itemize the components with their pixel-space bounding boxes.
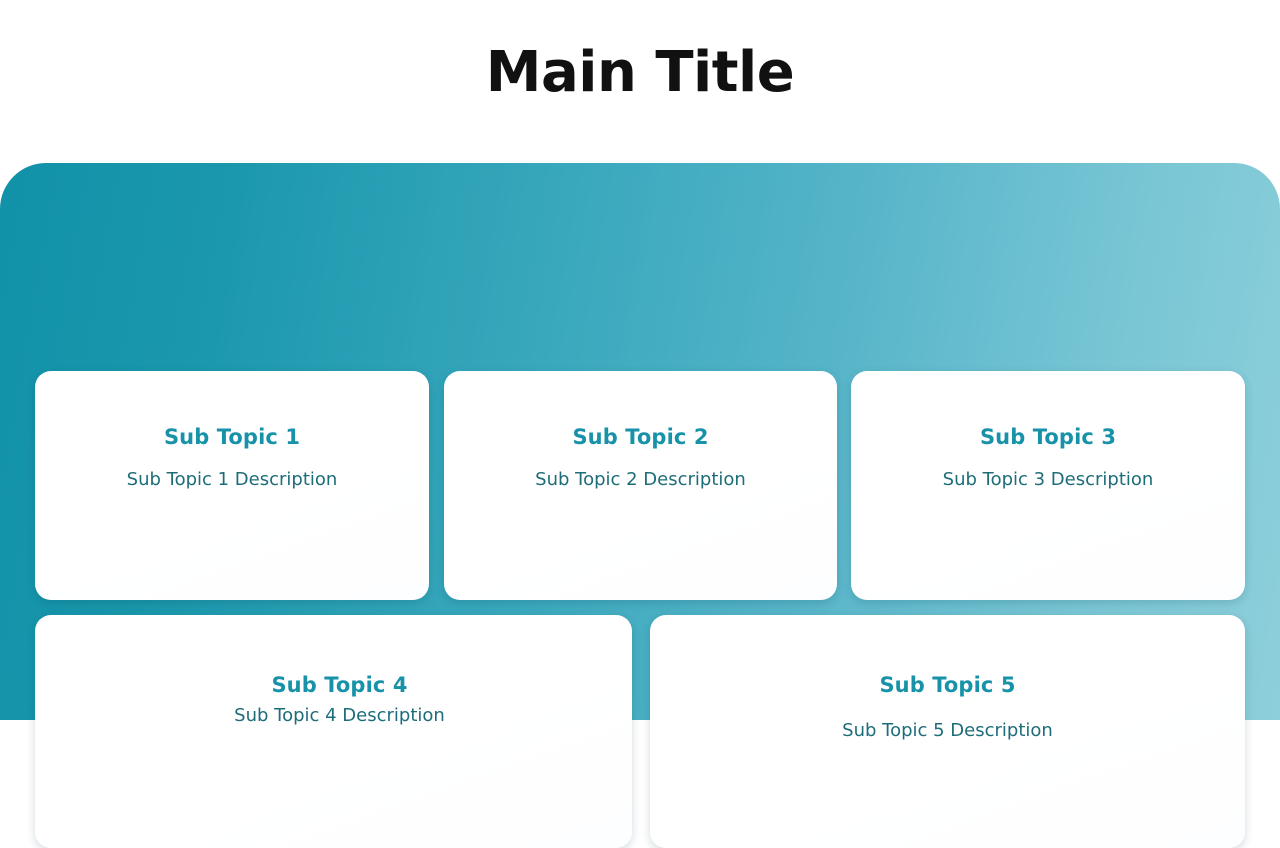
- topic-card-4-body: Sub Topic 4 Sub Topic 4 Description: [47, 673, 632, 727]
- topic-card-3-title: Sub Topic 3: [979, 425, 1117, 449]
- topic-card-4[interactable]: Sub Topic 4 Sub Topic 4 Description: [35, 615, 632, 848]
- topic-card-1-description: Sub Topic 1 Description: [126, 469, 338, 491]
- topic-card-5[interactable]: Sub Topic 5 Sub Topic 5 Description: [650, 615, 1245, 848]
- topic-card-2-title: Sub Topic 2: [572, 425, 709, 449]
- topic-card-5-body: Sub Topic 5 Sub Topic 5 Description: [650, 673, 1245, 742]
- topic-card-2-body: Sub Topic 2 Sub Topic 2 Description: [444, 425, 837, 491]
- topic-card-3-description: Sub Topic 3 Description: [942, 469, 1154, 491]
- topic-card-3[interactable]: Sub Topic 3 Sub Topic 3 Description: [851, 371, 1245, 600]
- topic-card-1[interactable]: Sub Topic 1 Sub Topic 1 Description: [35, 371, 429, 600]
- page-title: Main Title: [485, 40, 795, 105]
- topic-card-5-title: Sub Topic 5: [879, 673, 1016, 697]
- topic-card-2-description: Sub Topic 2 Description: [535, 469, 746, 491]
- topic-card-2[interactable]: Sub Topic 2 Sub Topic 2 Description: [444, 371, 837, 600]
- slide-canvas: Main Title Sub Topic 1 Sub Topic 1 Descr…: [0, 40, 1280, 848]
- topic-card-4-title: Sub Topic 4: [271, 673, 408, 697]
- topic-card-4-description: Sub Topic 4 Description: [234, 705, 445, 727]
- topic-card-5-description: Sub Topic 5 Description: [842, 720, 1053, 742]
- topic-card-1-title: Sub Topic 1: [163, 425, 301, 449]
- content-panel: Sub Topic 1 Sub Topic 1 Description Sub …: [0, 163, 1280, 848]
- topic-card-3-body: Sub Topic 3 Sub Topic 3 Description: [851, 425, 1245, 491]
- topic-card-1-body: Sub Topic 1 Sub Topic 1 Description: [35, 425, 429, 491]
